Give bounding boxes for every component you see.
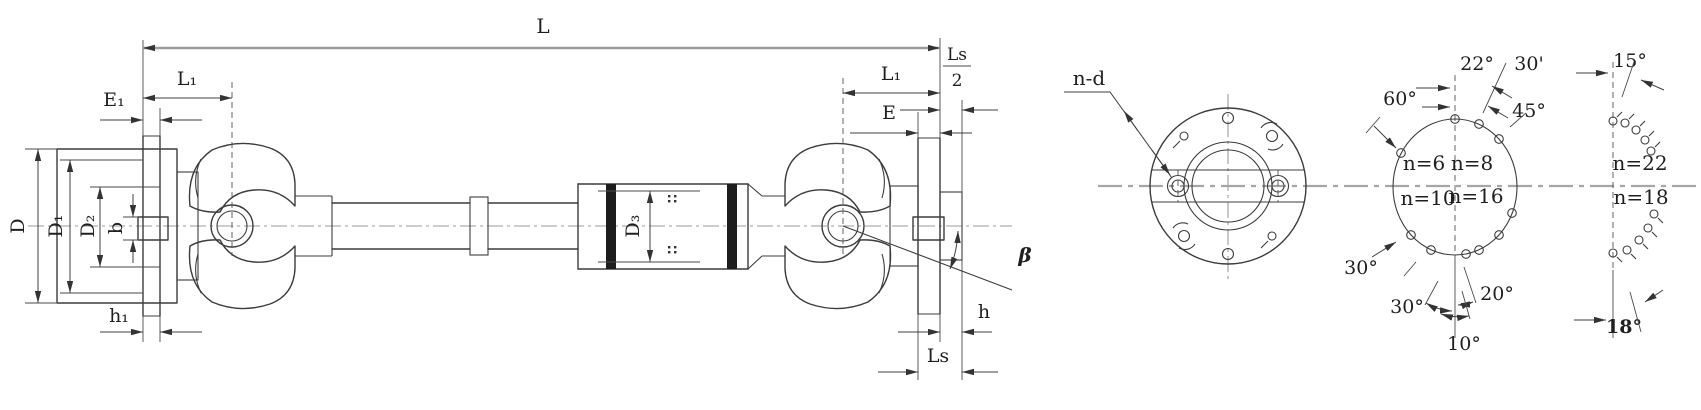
view3-annotations: 15° n=22 n=18 18° — [1574, 50, 1669, 338]
tube-band-1 — [606, 184, 616, 269]
n22-label: n=22 — [1612, 151, 1667, 175]
angle-60-label: 60° — [1383, 88, 1417, 110]
n10-label: n=10 — [1400, 186, 1455, 210]
dim-b-label: b — [105, 222, 127, 234]
n6-label: n=6 — [1403, 151, 1445, 175]
left-flange — [25, 135, 199, 317]
dim-L-label: L — [536, 14, 549, 38]
right-flange — [912, 137, 963, 315]
view3-lower-holes — [1608, 209, 1664, 263]
dim-D1-label: D₁ — [45, 215, 67, 238]
angle-45-label: 45° — [1512, 100, 1546, 122]
shaft-collar — [469, 196, 489, 256]
left-hub — [176, 171, 199, 281]
nd-callout: n-d — [1064, 66, 1173, 179]
extension-lines — [142, 38, 963, 380]
shaft-side-view: L L₁ E₁ D D₁ D₂ b h₁ D₃ L₁ E — [7, 14, 1032, 380]
bolt-circle — [1392, 118, 1518, 256]
dim-L1-left-label: L₁ — [177, 68, 197, 90]
n18-label: n=18 — [1613, 185, 1668, 209]
right-key-block — [912, 216, 945, 241]
beta-label: β — [1017, 243, 1031, 267]
flange-view-2: 60° 22° 30' 45° n=6 n=8 n=10 n=16 30° 30… — [1344, 53, 1546, 355]
dim-Ls-label: Ls — [927, 345, 949, 367]
view2-annotations: 60° 22° 30' 45° n=6 n=8 n=10 n=16 30° 30… — [1344, 53, 1546, 355]
shaft-tube — [331, 183, 785, 270]
dim-Ls-half-num: Ls — [947, 45, 967, 65]
flange-outer-circle — [1149, 107, 1307, 265]
tube-band-2 — [727, 184, 737, 269]
dim-h-label: h — [978, 301, 990, 323]
angle-22-label: 22° — [1460, 53, 1494, 75]
angle-20-label: 20° — [1480, 283, 1514, 305]
dim-D2-label: D₂ — [77, 215, 99, 238]
angle-10-label: 10° — [1447, 333, 1481, 355]
bolt-circle-holes — [1396, 114, 1517, 259]
n8-label: n=8 — [1451, 151, 1493, 175]
dim-L1-right-label: L₁ — [881, 63, 901, 85]
angle-30-lower-label: 30° — [1390, 296, 1424, 318]
left-key-block — [137, 216, 169, 241]
angle-30-upper-label: 30° — [1344, 257, 1378, 279]
flange-pilot-circle-inner — [1191, 149, 1265, 223]
dimensions: L L₁ E₁ D D₁ D₂ b h₁ D₃ L₁ E — [7, 14, 1032, 376]
nd-label: n-d — [1073, 66, 1106, 90]
dim-Ls-half: Ls 2 — [900, 45, 998, 114]
n16-label: n=16 — [1448, 184, 1503, 208]
dim-D-label: D — [7, 218, 29, 233]
dim-Ls-half-den: 2 — [952, 71, 963, 91]
flange-view-3: 15° n=22 n=18 18° — [1574, 50, 1669, 338]
beta-angle: β — [842, 225, 1032, 291]
view3-upper-holes — [1608, 111, 1661, 156]
break-marks — [668, 195, 677, 254]
dim-E1-label: E₁ — [103, 89, 125, 111]
dim-h1-label: h₁ — [109, 305, 129, 327]
bolt-holes — [1166, 111, 1290, 261]
left-bearing-inner — [216, 210, 248, 242]
angle-18-label: 18° — [1606, 316, 1642, 338]
flange-view-1: n-d — [1064, 66, 1307, 280]
angle-30min-label: 30' — [1514, 53, 1543, 75]
angle-15-label: 15° — [1613, 50, 1647, 72]
right-bearing-outer — [821, 204, 865, 248]
dim-E-label: E — [882, 102, 896, 124]
dim-D3-label: D₃ — [622, 215, 644, 238]
